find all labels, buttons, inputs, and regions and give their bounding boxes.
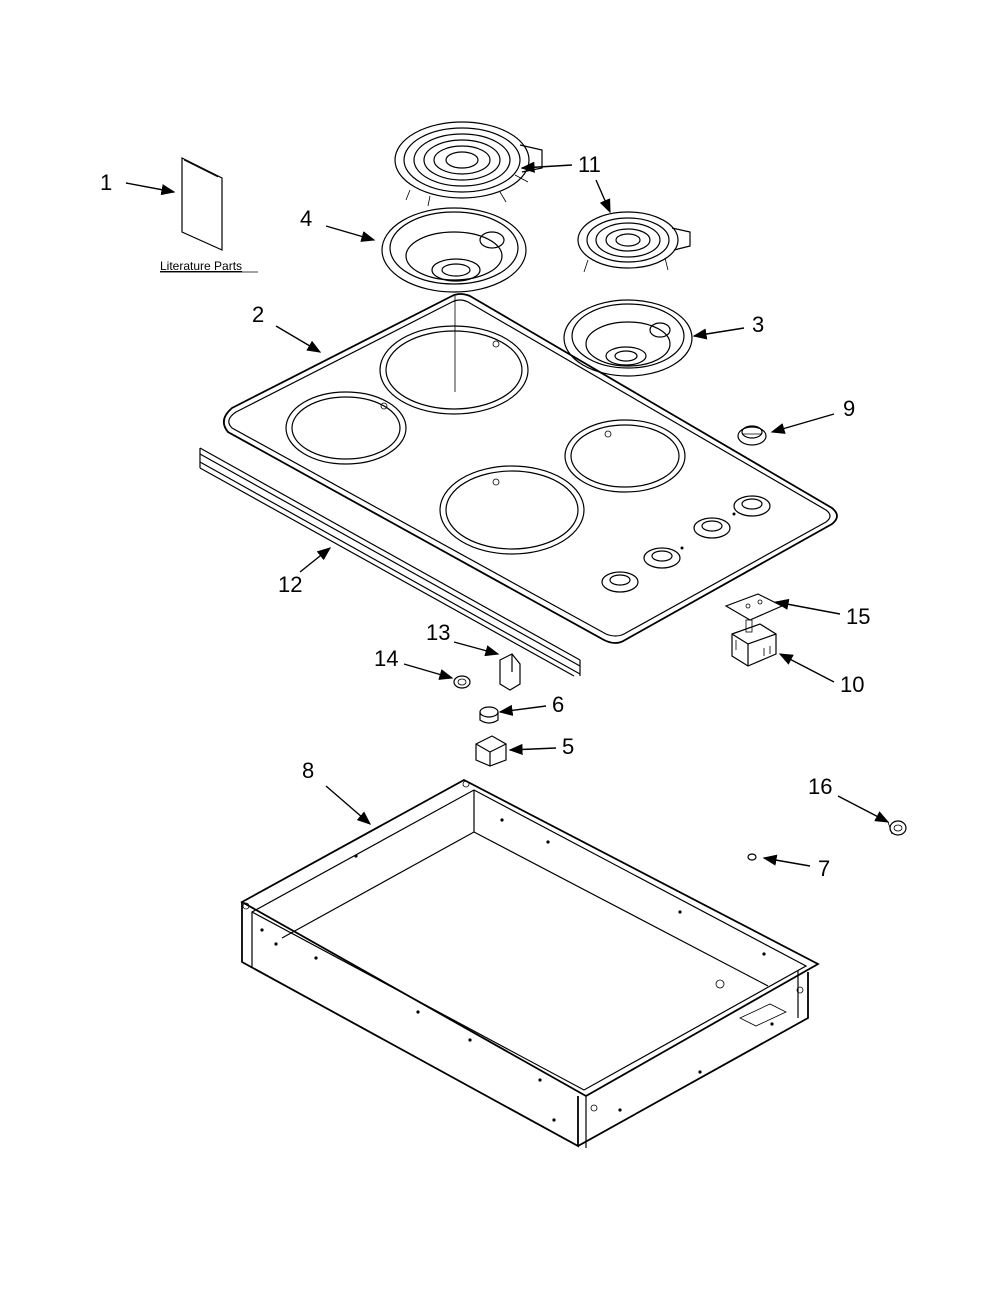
callout-label-13: 13	[426, 620, 450, 645]
callout-12: 12	[278, 547, 332, 597]
callout-label-3: 3	[752, 312, 764, 337]
callout-label-12: 12	[278, 572, 302, 597]
callout-14: 14	[374, 646, 454, 680]
infinite-switch	[731, 619, 777, 667]
mounting-bracket	[499, 653, 521, 691]
callout-label-14: 14	[374, 646, 398, 671]
callout-label-7: 7	[818, 856, 830, 881]
terminal-cap	[479, 706, 499, 724]
callout-label-9: 9	[843, 396, 855, 421]
literature-parts: Literature Parts	[160, 157, 258, 273]
callout-label-11: 11	[578, 152, 601, 177]
callout-1: 1	[100, 170, 176, 196]
callout-15: 15	[774, 598, 870, 629]
callout-10: 10	[778, 653, 864, 697]
callout-label-16: 16	[808, 774, 832, 799]
callout-2: 2	[252, 302, 322, 353]
callout-8: 8	[302, 758, 372, 825]
control-knob	[737, 425, 767, 446]
literature-parts-label: Literature Parts	[160, 259, 242, 273]
terminal-block	[475, 735, 507, 767]
callout-16: 16	[808, 774, 890, 823]
main-top-cooktop	[222, 293, 838, 644]
screw	[453, 675, 471, 689]
callout-label-2: 2	[252, 302, 264, 327]
plug-button	[887, 820, 907, 836]
small-nut	[747, 853, 757, 861]
callout-6: 6	[498, 692, 564, 717]
callout-label-8: 8	[302, 758, 314, 783]
large-surface-element	[394, 121, 543, 207]
callout-4: 4	[300, 206, 376, 242]
callout-7: 7	[762, 854, 830, 881]
callout-13: 13	[426, 620, 500, 657]
small-surface-element	[577, 211, 691, 273]
callout-9: 9	[770, 396, 855, 434]
callout-3: 3	[692, 312, 764, 340]
callout-11: 11	[520, 152, 611, 214]
callout-label-10: 10	[840, 672, 864, 697]
callout-label-1: 1	[100, 170, 112, 195]
callout-label-4: 4	[300, 206, 312, 231]
small-drip-bowl	[563, 299, 693, 377]
callout-5: 5	[508, 734, 574, 759]
large-drip-bowl	[381, 207, 527, 293]
trim-strip	[199, 447, 581, 677]
burner-box	[240, 778, 820, 1148]
callout-label-5: 5	[562, 734, 574, 759]
switch-bracket	[724, 593, 784, 621]
callout-label-15: 15	[846, 604, 870, 629]
callout-label-6: 6	[552, 692, 564, 717]
